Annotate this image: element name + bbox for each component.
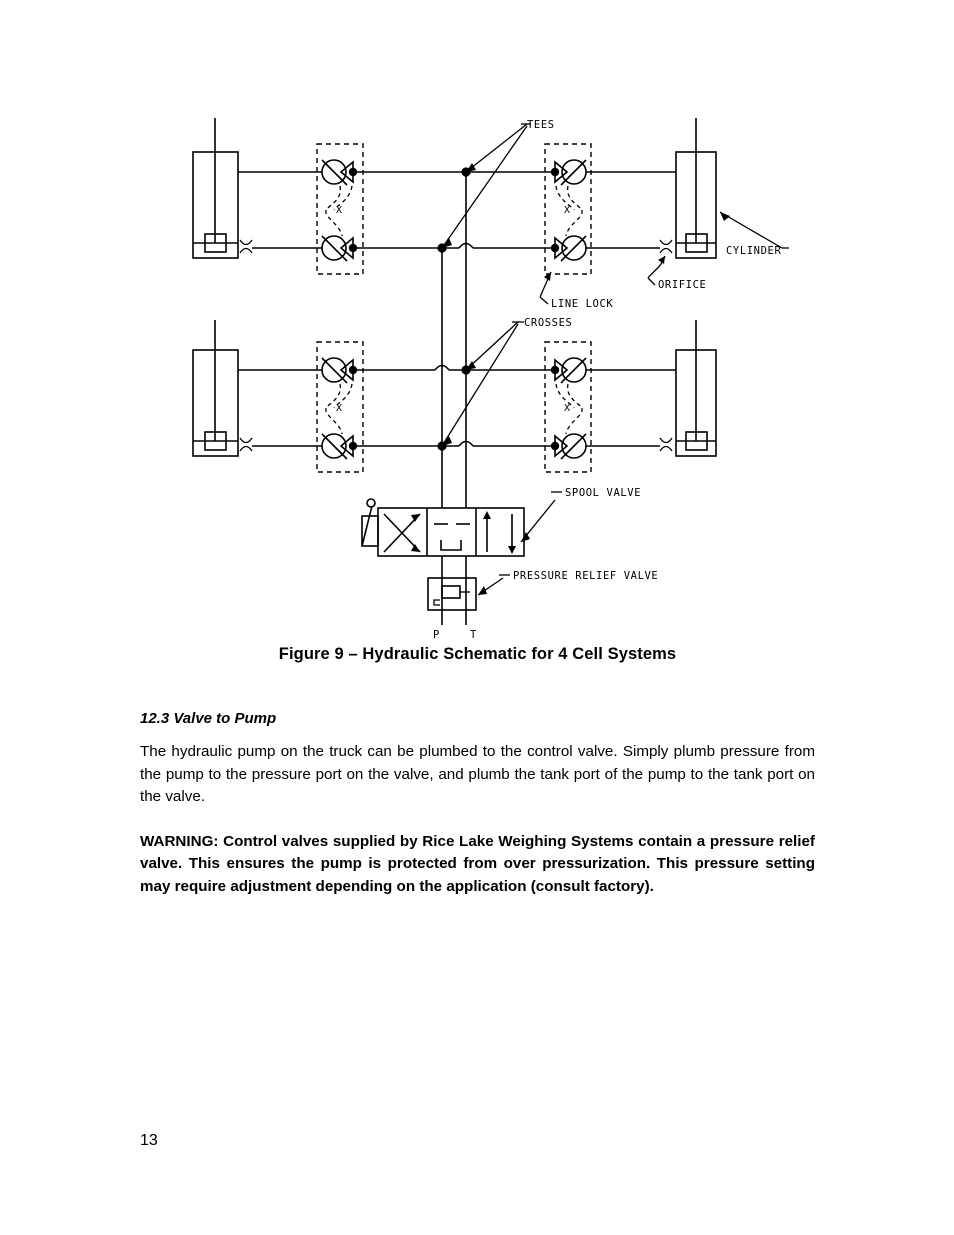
cylinder-upper-right xyxy=(675,118,717,259)
figure-caption: Figure 9 – Hydraulic Schematic for 4 Cel… xyxy=(278,645,677,663)
cross-dot-ll-top xyxy=(348,365,358,375)
pilot-cross-marker-ul: X xyxy=(336,205,343,216)
orifice-symbol-lower-right xyxy=(659,437,673,452)
cylinder-lower-right xyxy=(675,320,717,457)
orifice-symbol-lower-left xyxy=(239,437,253,452)
tee-dot-ur-bottom xyxy=(550,243,560,253)
page-number: 13 xyxy=(140,1132,158,1149)
lower-bank-rails xyxy=(238,364,676,447)
callout-cylinder: CYLINDER xyxy=(719,211,789,257)
upper-bank-rails xyxy=(238,171,676,249)
line-lock-upper-right: X xyxy=(544,143,592,275)
page-content: Figure 9 – Hydraulic Schematic for 4 Cel… xyxy=(140,645,815,898)
warning-paragraph: WARNING: Control valves supplied by Rice… xyxy=(140,832,815,895)
pressure-relief-valve-symbol xyxy=(427,577,477,611)
figure-hydraulic-schematic: X X xyxy=(192,118,789,641)
cylinder-lower-left xyxy=(192,320,239,457)
cylinder-upper-left xyxy=(192,118,239,259)
callout-line-lock: LINE LOCK xyxy=(539,271,613,310)
tee-dot-ur-top xyxy=(550,167,560,177)
cross-dot-ll-bottom xyxy=(348,441,358,451)
pilot-cross-marker-ll: X xyxy=(336,403,343,414)
cross-dot-lr-top xyxy=(550,365,560,375)
callout-label-tees: TEES xyxy=(527,119,555,131)
callout-spool-valve: SPOOL VALVE xyxy=(520,487,641,543)
junction-dots xyxy=(348,167,560,451)
port-label-t: T xyxy=(470,629,477,641)
callout-label-orifice: ORIFICE xyxy=(658,279,706,291)
callout-crosses: CROSSES xyxy=(441,317,572,447)
callout-pressure-relief-valve: PRESSURE RELIEF VALVE xyxy=(477,570,658,596)
tee-dot-ul-bottom xyxy=(348,243,358,253)
callout-label-line-lock: LINE LOCK xyxy=(551,298,613,310)
line-lock-lower-right: X xyxy=(544,341,592,473)
callout-label-cylinder: CYLINDER xyxy=(726,245,781,257)
line-lock-upper-left: X xyxy=(316,143,364,275)
callout-tees: TEES xyxy=(441,119,555,249)
orifice-symbol-upper-left xyxy=(239,239,253,254)
callout-label-pressure-relief-valve: PRESSURE RELIEF VALVE xyxy=(513,570,658,582)
cross-dot-lr-bottom xyxy=(550,441,560,451)
section-paragraph: The hydraulic pump on the truck can be p… xyxy=(140,743,815,805)
orifice-symbol-upper-right xyxy=(659,239,673,254)
spool-valve-symbol xyxy=(361,498,525,557)
line-lock-lower-left: X xyxy=(316,341,364,473)
tee-dot-ul-top xyxy=(348,167,358,177)
callout-orifice: ORIFICE xyxy=(647,255,706,291)
callout-label-crosses: CROSSES xyxy=(524,317,572,329)
section-heading: 12.3 Valve to Pump xyxy=(140,710,277,727)
pilot-cross-marker-ur: X xyxy=(564,205,571,216)
callout-label-spool-valve: SPOOL VALVE xyxy=(565,487,641,499)
port-label-p: P xyxy=(433,629,440,641)
pilot-cross-marker-lr: X xyxy=(564,403,571,414)
